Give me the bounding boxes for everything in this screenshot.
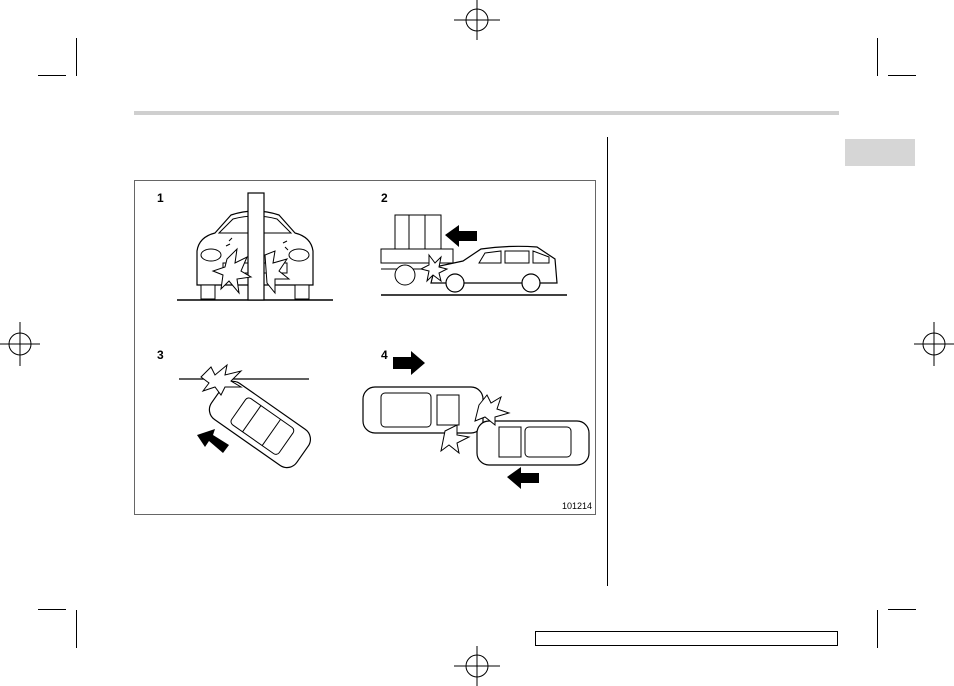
angled-wall-collision-icon: [175, 365, 315, 469]
figure-code: 101214: [562, 501, 592, 511]
frontal-pole-collision-icon: [175, 193, 335, 305]
chapter-thumb-tab: [845, 139, 915, 166]
panel-number-1: 1: [157, 191, 164, 205]
registration-mark-left: [0, 316, 40, 372]
header-rule: [134, 111, 839, 115]
registration-mark-right: [914, 316, 954, 372]
footer-box: [535, 631, 838, 646]
panel-number-3: 3: [157, 348, 164, 362]
underride-truck-collision-icon: [379, 213, 569, 305]
registration-mark-top: [448, 0, 506, 40]
registration-mark-bottom: [448, 646, 506, 686]
collision-figure: 1 2: [134, 180, 596, 515]
offset-head-on-collision-icon: [359, 351, 595, 497]
panel-number-2: 2: [381, 191, 388, 205]
column-divider: [607, 137, 608, 586]
